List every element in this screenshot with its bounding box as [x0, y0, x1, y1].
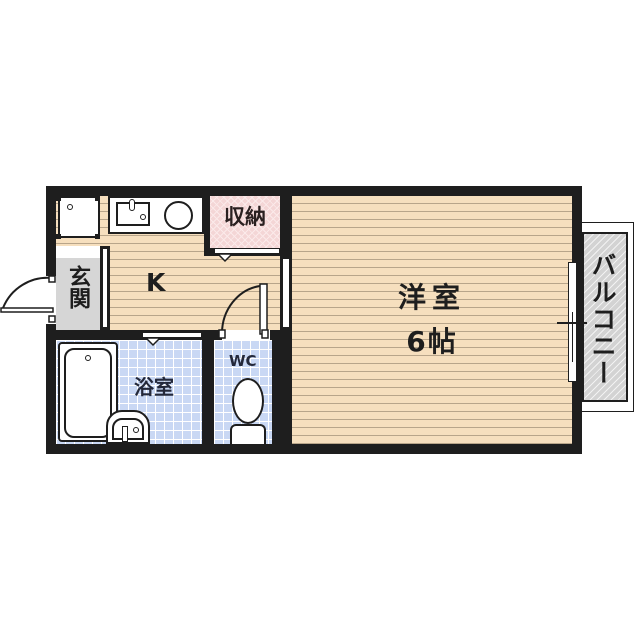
storage-door-arrow-icon	[216, 253, 234, 263]
corner-mark	[56, 234, 61, 239]
entrance-door-swing-icon[interactable]	[0, 270, 60, 340]
entrance-door-opening	[46, 276, 56, 324]
storage-door	[214, 248, 280, 254]
entrance-step-line	[102, 248, 108, 328]
corner-mark	[95, 234, 100, 239]
toilet-tank-icon	[230, 424, 266, 444]
washing-machine-space	[58, 196, 100, 238]
toilet-label: WC	[229, 352, 257, 370]
room-sliding-door[interactable]	[282, 258, 290, 328]
bathroom-door-arrow-icon	[144, 337, 162, 347]
entrance-label: 玄関	[65, 265, 90, 309]
bathtub-inner	[64, 348, 112, 438]
western-room-size: 6帖	[406, 325, 458, 358]
storage	[210, 196, 280, 248]
western-room-label: 洋室	[397, 281, 466, 314]
balcony-label: バルコニー	[588, 252, 617, 387]
balcony-window-rail	[572, 312, 573, 362]
bathroom-door[interactable]	[142, 332, 202, 338]
washbasin-bowl	[112, 418, 144, 440]
corner-mark	[95, 196, 100, 201]
sink-drain-icon	[140, 214, 146, 220]
drain-icon	[67, 204, 73, 210]
toilet-door-opening	[222, 330, 270, 340]
western-room	[292, 196, 572, 444]
kitchen-label: K	[146, 268, 166, 297]
faucet-icon	[129, 199, 135, 211]
washbasin-tap-icon	[122, 426, 128, 442]
toilet-door-swing-icon[interactable]	[218, 282, 274, 342]
balcony-floor	[582, 232, 628, 402]
stove-burner-icon	[164, 201, 193, 230]
washbasin-drain-icon	[133, 427, 139, 433]
corner-mark	[56, 196, 61, 201]
storage-label: 収納	[224, 205, 266, 229]
balcony-window-mark	[557, 322, 587, 324]
bathroom-label: 浴室	[134, 375, 174, 399]
sink-icon	[116, 202, 150, 226]
toilet-bowl-icon	[232, 378, 264, 424]
entrance-floor	[56, 258, 100, 330]
bathtub-drain-icon	[85, 355, 91, 361]
